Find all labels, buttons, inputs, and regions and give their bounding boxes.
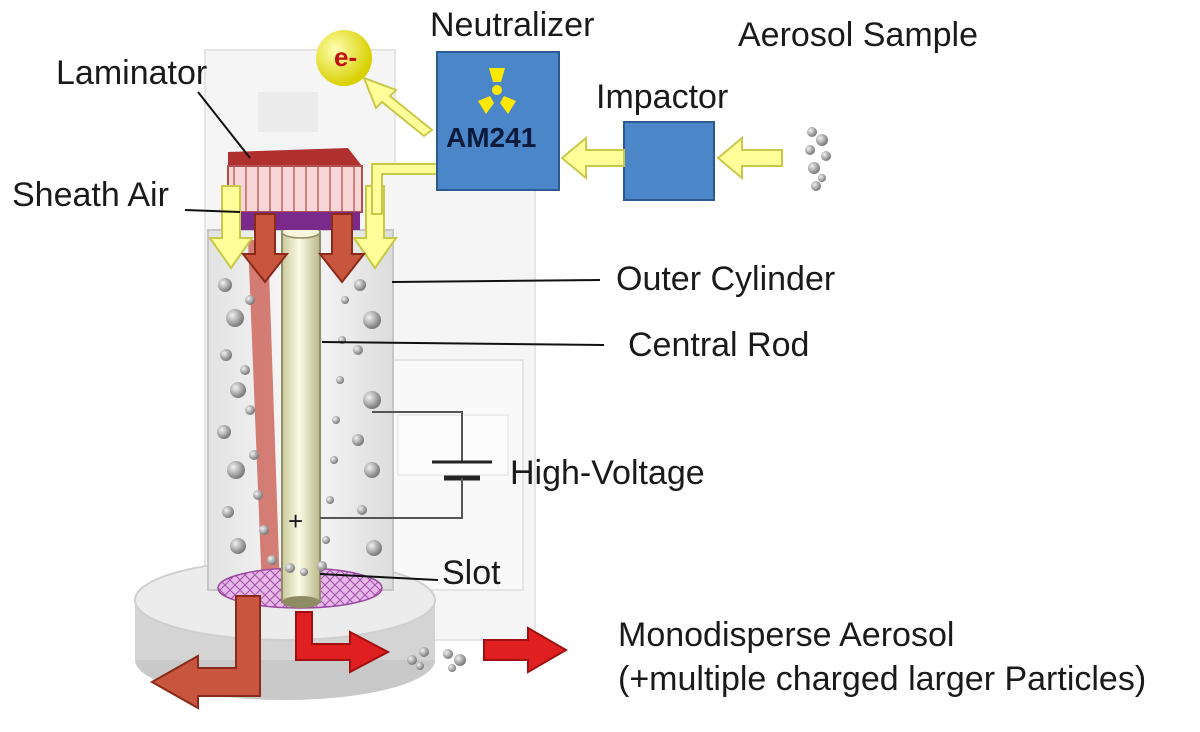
sheath-air-label: Sheath Air xyxy=(12,176,169,214)
sheath-down-arrows xyxy=(240,213,367,284)
electron-arrow xyxy=(362,76,434,138)
outer-cylinder-label: Outer Cylinder xyxy=(616,260,836,298)
sample-particles xyxy=(805,127,831,191)
background-instrument xyxy=(204,49,536,641)
monodisperse-outlet-arrow-2 xyxy=(483,626,568,674)
charged-particles-label: (+multiple charged larger Particles) xyxy=(618,660,1147,698)
am241-label: AM241 xyxy=(446,122,537,153)
monodisperse-outlet-arrow-1 xyxy=(295,611,391,674)
electron-label: e- xyxy=(334,42,358,72)
radiation-icon xyxy=(478,68,516,114)
laminator xyxy=(227,148,363,230)
central-rod xyxy=(281,225,321,608)
neutralizer-label: Neutralizer xyxy=(430,6,595,44)
sample-to-impactor-arrow xyxy=(716,135,783,181)
central-rod-label: Central Rod xyxy=(628,326,810,364)
impactor-box xyxy=(623,121,715,201)
high-voltage-circuit xyxy=(320,411,492,519)
monodisperse-particles xyxy=(407,647,466,672)
slot-label: Slot xyxy=(442,554,501,592)
impactor-to-neutralizer-arrow xyxy=(560,135,625,181)
sheath-exhaust-arrow xyxy=(149,595,261,710)
sheath-flow-band xyxy=(248,240,280,590)
aerosol-sample-label: Aerosol Sample xyxy=(738,16,979,54)
particles xyxy=(217,278,382,576)
electron-ball xyxy=(316,30,372,86)
plus-sign: + xyxy=(288,506,304,536)
laminator-label: Laminator xyxy=(56,54,208,92)
monodisperse-aerosol-label: Monodisperse Aerosol xyxy=(618,616,955,654)
high-voltage-label: High-Voltage xyxy=(510,454,705,492)
leader-lines xyxy=(184,91,605,581)
impactor-label: Impactor xyxy=(596,78,729,116)
